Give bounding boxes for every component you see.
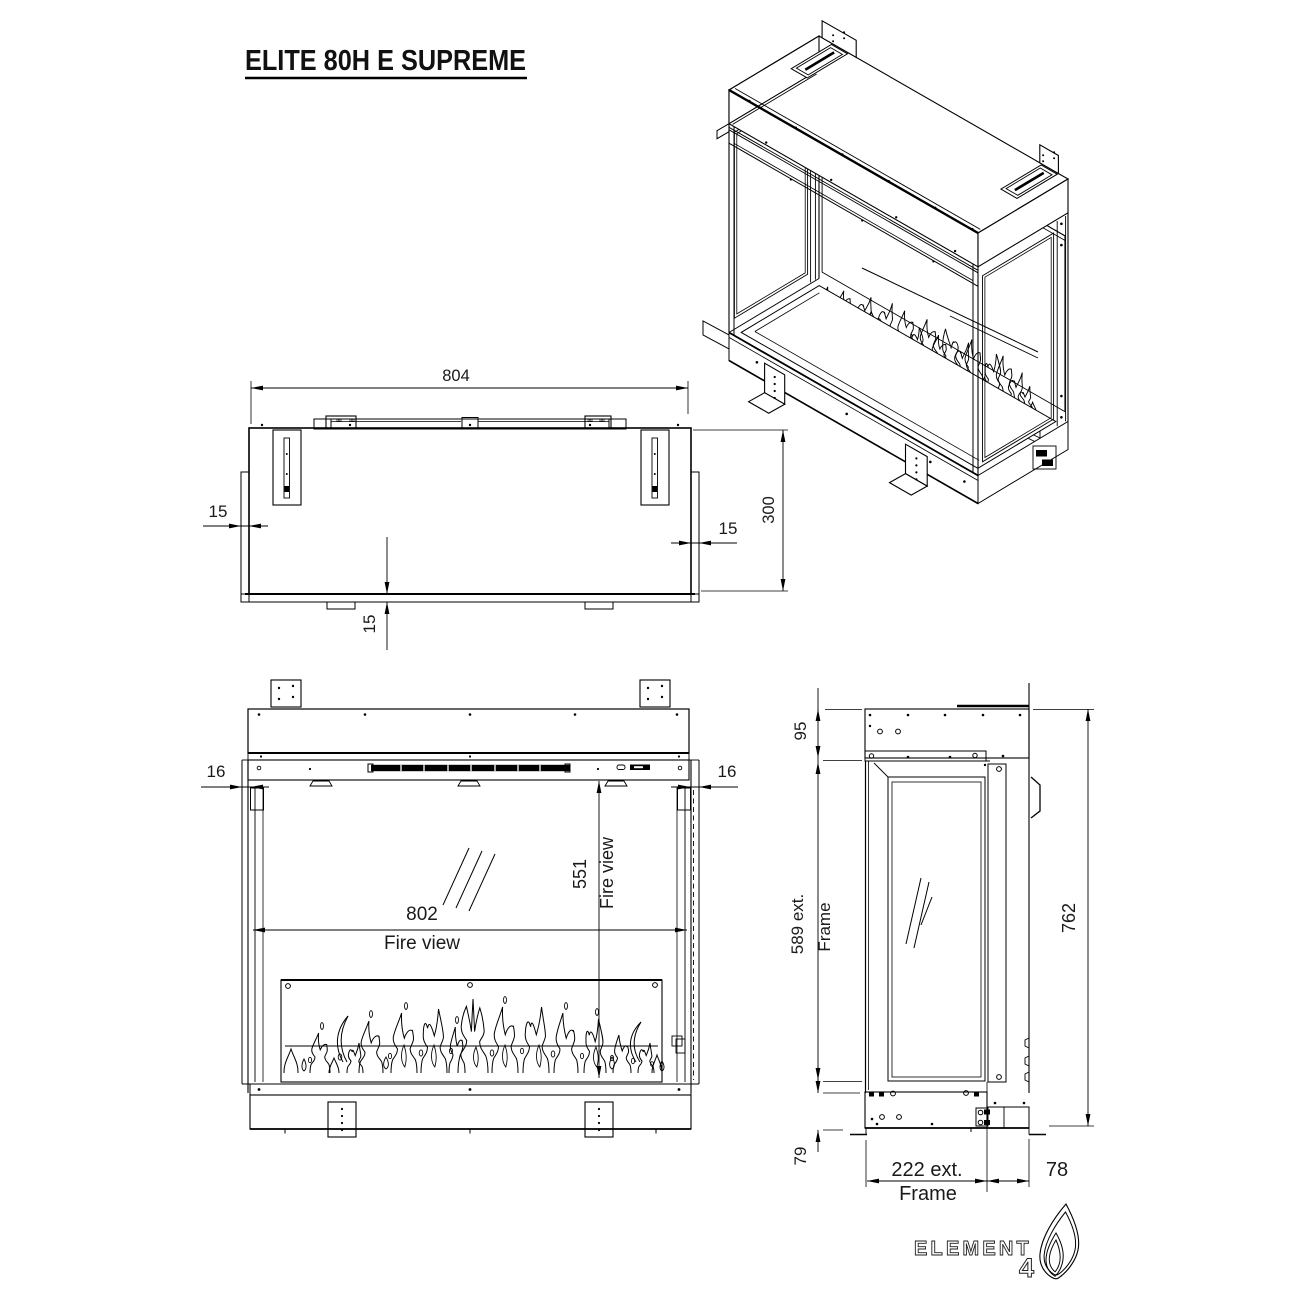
svg-text:ELEMENT: ELEMENT bbox=[914, 1238, 1032, 1260]
svg-text:551: 551 bbox=[570, 859, 590, 889]
svg-text:802: 802 bbox=[406, 904, 438, 925]
svg-text:Fire view: Fire view bbox=[597, 836, 617, 909]
svg-text:ELITE 80H E SUPREME: ELITE 80H E SUPREME bbox=[245, 45, 526, 77]
svg-text:Frame: Frame bbox=[815, 902, 834, 951]
svg-text:762: 762 bbox=[1059, 903, 1079, 933]
svg-text:4: 4 bbox=[1019, 1253, 1034, 1283]
svg-text:589 ext.: 589 ext. bbox=[788, 894, 807, 955]
svg-text:15: 15 bbox=[360, 615, 379, 634]
svg-text:Frame: Frame bbox=[899, 1183, 957, 1205]
svg-text:Fire view: Fire view bbox=[384, 933, 460, 954]
svg-text:16: 16 bbox=[718, 762, 737, 781]
svg-text:15: 15 bbox=[719, 519, 738, 538]
svg-text:95: 95 bbox=[791, 722, 810, 741]
svg-text:79: 79 bbox=[791, 1147, 810, 1166]
svg-text:804: 804 bbox=[442, 367, 470, 385]
svg-text:222 ext.: 222 ext. bbox=[891, 1159, 962, 1181]
svg-text:300: 300 bbox=[760, 496, 778, 524]
svg-text:78: 78 bbox=[1046, 1159, 1068, 1181]
svg-text:16: 16 bbox=[207, 762, 226, 781]
svg-text:15: 15 bbox=[209, 502, 228, 521]
